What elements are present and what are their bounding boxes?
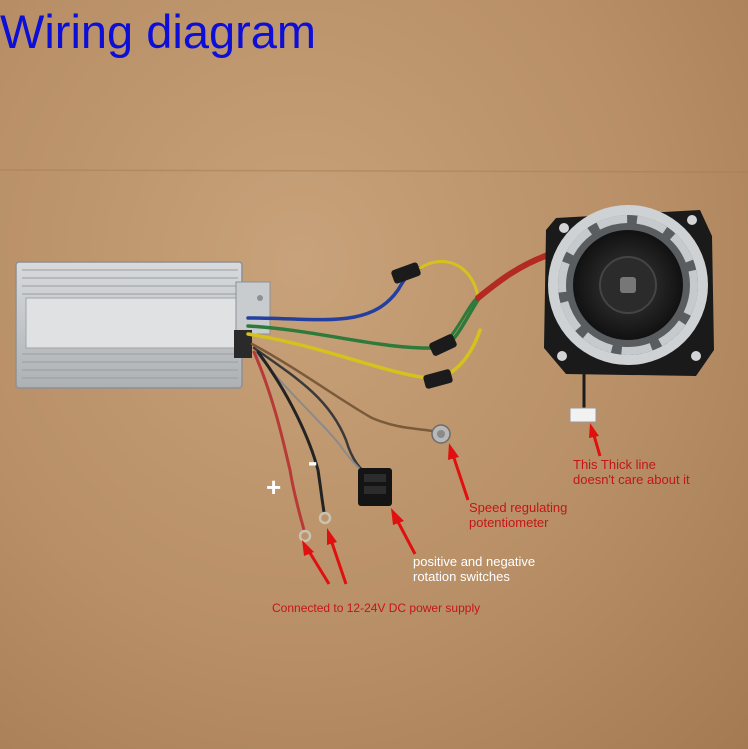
- thick-line-label-line2: doesn't care about it: [573, 472, 690, 487]
- thick-line-label-line1: This Thick line: [573, 457, 656, 472]
- potentiometer-label-line1: Speed regulating: [469, 500, 568, 515]
- brushless-motor: [544, 205, 714, 423]
- phase-connectors: [391, 262, 457, 389]
- minus-icon: -: [308, 446, 318, 477]
- plus-icon: +: [266, 472, 282, 502]
- rotation-switch-label-line2: rotation switches: [413, 569, 510, 584]
- power-supply-label: Connected to 12-24V DC power supply: [272, 601, 481, 615]
- controller-wires: [246, 252, 551, 532]
- motor-controller: [15, 261, 271, 389]
- rotation-switch-connector: [358, 468, 392, 506]
- arrow-icon: [302, 423, 602, 585]
- page-title: Wiring diagram: [0, 5, 317, 58]
- power-terminals: [298, 511, 332, 543]
- potentiometer: [431, 424, 451, 444]
- potentiometer-label-line2: potentiometer: [469, 515, 549, 530]
- rotation-switch-label-line1: positive and negative: [413, 554, 536, 569]
